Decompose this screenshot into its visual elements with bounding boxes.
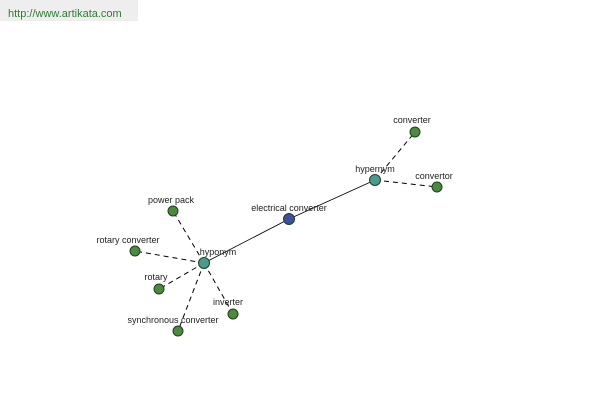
node-synchronous[interactable] <box>172 325 184 337</box>
edge-hyponym-inverter <box>203 262 234 315</box>
graph-nodes <box>129 126 443 337</box>
edge-hypernym-converter <box>374 131 416 181</box>
node-converter[interactable] <box>409 126 421 138</box>
node-label-center[interactable]: electrical converter <box>251 203 327 213</box>
node-powerpack[interactable] <box>167 205 179 217</box>
node-rotaryconverter[interactable] <box>129 245 141 257</box>
node-inverter[interactable] <box>227 308 239 320</box>
graph-edges <box>134 131 438 332</box>
site-url-link[interactable]: http://www.artikata.com <box>8 8 122 20</box>
url-bar: http://www.artikata.com <box>0 0 138 21</box>
node-label-hyponym[interactable]: hyponym <box>200 247 237 257</box>
node-rotary[interactable] <box>153 283 165 295</box>
node-label-convertor[interactable]: convertor <box>415 171 453 181</box>
node-label-inverter[interactable]: inverter <box>213 297 243 307</box>
node-center[interactable] <box>283 213 295 225</box>
edge-hyponym-synchronous <box>177 262 205 332</box>
edge-hypernym-convertor <box>374 179 438 188</box>
node-label-converter[interactable]: converter <box>393 115 431 125</box>
edge-hyponym-rotaryconverter <box>134 250 205 264</box>
node-hyponym[interactable] <box>198 257 210 269</box>
node-label-rotary[interactable]: rotary <box>144 272 168 282</box>
node-hypernym[interactable] <box>369 174 381 186</box>
edge-hyponym-center <box>203 218 290 264</box>
node-convertor[interactable] <box>431 181 443 193</box>
edge-center-hypernym <box>288 179 376 220</box>
edge-hyponym-powerpack <box>172 210 205 264</box>
node-label-powerpack[interactable]: power pack <box>148 195 195 205</box>
node-label-rotaryconverter[interactable]: rotary converter <box>96 235 159 245</box>
node-label-hypernym[interactable]: hypernym <box>355 164 395 174</box>
node-label-synchronous[interactable]: synchronous converter <box>127 315 218 325</box>
graph-labels: electrical converter hyponym hypernym conve… <box>96 115 452 325</box>
